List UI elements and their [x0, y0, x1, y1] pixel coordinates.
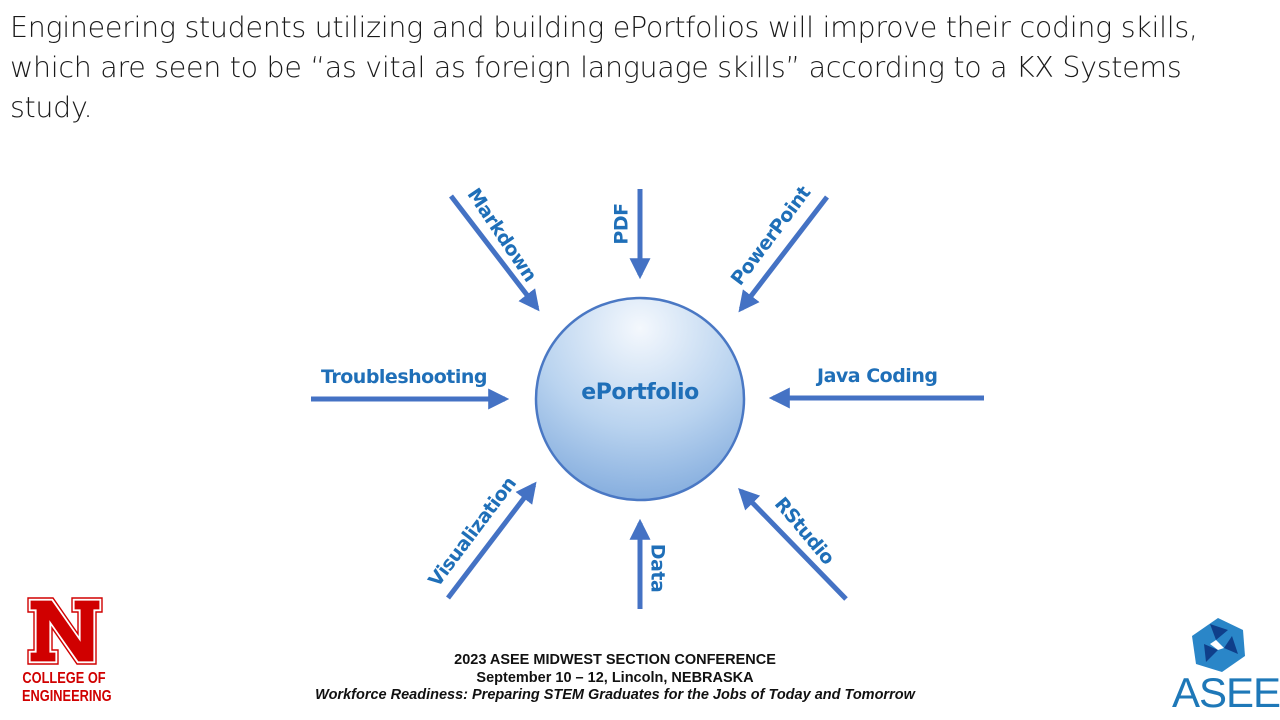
asee-logo: ASEE: [1168, 616, 1280, 716]
arrow-visualization: [446, 481, 537, 600]
label-troubleshooting: Troubleshooting: [321, 366, 488, 388]
coe-line2: ENGINEERING: [22, 688, 112, 705]
asee-hexagon-icon: [1192, 618, 1245, 672]
label-pdf: PDF: [610, 203, 633, 245]
conference-footer: 2023 ASEE MIDWEST SECTION CONFERENCE Sep…: [260, 652, 970, 705]
college-of-engineering-text: COLLEGE OF ENGINEERING: [22, 670, 112, 706]
arrow-powerpoint: [738, 195, 829, 313]
footer-theme: Workforce Readiness: Preparing STEM Grad…: [315, 687, 915, 703]
center-label: ePortfolio: [581, 380, 699, 405]
coe-line1: COLLEGE OF: [22, 670, 106, 687]
arrow-markdown: [449, 194, 540, 312]
footer-dates-location: September 10 – 12, Lincoln, NEBRASKA: [476, 669, 754, 686]
asee-wordmark: ASEE: [1172, 669, 1280, 716]
eportfolio-circle: [534, 296, 746, 502]
label-java-coding: Java Coding: [817, 365, 938, 387]
nebraska-n-icon: [27, 597, 103, 665]
footer-conference-title: 2023 ASEE MIDWEST SECTION CONFERENCE: [454, 652, 776, 668]
nebraska-engineering-logo: COLLEGE OF ENGINEERING: [22, 596, 112, 718]
slide-headline: Engineering students utilizing and build…: [10, 11, 1198, 124]
label-data: Data: [646, 543, 669, 593]
arrow-rstudio: [738, 487, 848, 601]
